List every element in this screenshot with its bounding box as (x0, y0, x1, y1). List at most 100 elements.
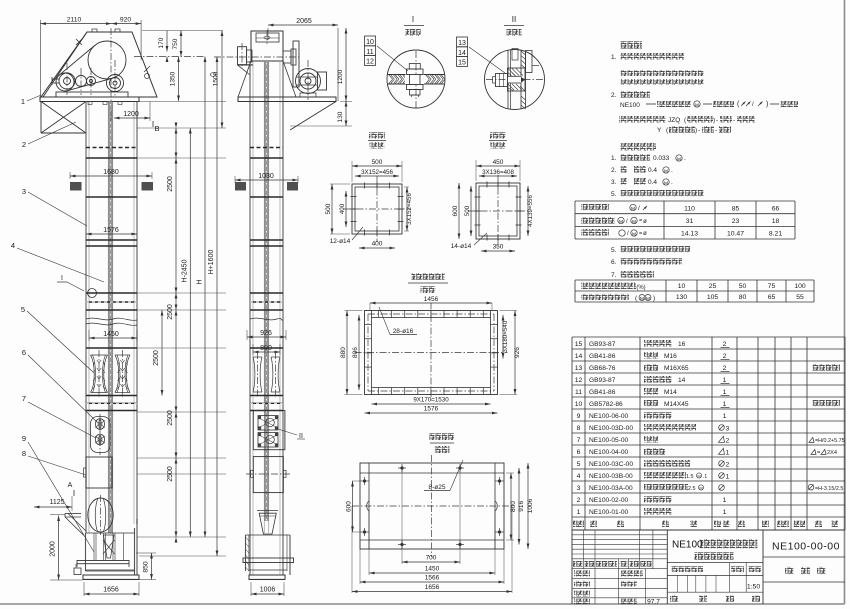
svg-text:1.5: 1.5 (686, 474, 694, 480)
svg-text:9: 9 (22, 434, 26, 443)
svg-text:600: 600 (345, 501, 352, 512)
svg-text:55: 55 (796, 294, 804, 301)
svg-text:2.5: 2.5 (688, 486, 696, 492)
svg-text:1576: 1576 (103, 227, 119, 234)
svg-text:1: 1 (723, 497, 727, 504)
svg-text:): ) (695, 127, 697, 134)
svg-text:80: 80 (739, 294, 747, 301)
svg-text:130: 130 (676, 294, 688, 301)
svg-text:1: 1 (726, 449, 730, 456)
svg-text:500: 500 (464, 205, 471, 216)
svg-text:65: 65 (768, 294, 776, 301)
svg-text:=: = (639, 218, 642, 224)
svg-text:NE100-04-00: NE100-04-00 (589, 449, 629, 456)
svg-text:M: M (697, 474, 700, 479)
svg-text:1350: 1350 (170, 71, 177, 86)
svg-text:14: 14 (458, 50, 466, 57)
svg-text:5: 5 (577, 461, 581, 468)
svg-text:800: 800 (510, 501, 517, 512)
svg-text:7: 7 (22, 394, 26, 403)
svg-text:1680: 1680 (103, 169, 119, 176)
svg-text:10: 10 (678, 283, 686, 290)
svg-text:1: 1 (21, 97, 25, 106)
svg-text:(: ( (684, 117, 687, 124)
svg-text:10.47: 10.47 (727, 231, 744, 238)
svg-text:806: 806 (352, 347, 359, 358)
svg-text:A: A (68, 482, 73, 489)
svg-text:2500: 2500 (167, 410, 174, 426)
svg-text:II: II (512, 15, 516, 24)
svg-text:12: 12 (575, 377, 583, 384)
svg-text:7: 7 (577, 437, 581, 444)
svg-text:1030: 1030 (258, 173, 274, 180)
svg-text:1: 1 (726, 473, 730, 480)
svg-text:18: 18 (772, 218, 780, 225)
svg-text:2000: 2000 (50, 541, 57, 557)
svg-text:-: - (716, 117, 718, 124)
svg-text:66: 66 (772, 205, 780, 212)
svg-text:2500: 2500 (167, 304, 174, 320)
svg-text:.: . (671, 179, 673, 186)
svg-text:-: - (698, 127, 700, 134)
svg-text:M: M (640, 296, 644, 302)
svg-text:H+1600: H+1600 (208, 250, 215, 275)
svg-text:0.033: 0.033 (653, 155, 670, 162)
svg-text:M: M (646, 296, 650, 302)
svg-text:1: 1 (723, 389, 727, 396)
svg-text:/: / (627, 231, 629, 237)
svg-text:1200: 1200 (123, 111, 139, 118)
svg-text:M: M (619, 219, 623, 225)
svg-text:10: 10 (575, 401, 583, 408)
svg-text:NE100: NE100 (620, 102, 640, 109)
svg-text:M: M (699, 486, 702, 491)
svg-text:H-2450: H-2450 (181, 259, 188, 282)
svg-text:2: 2 (726, 461, 730, 468)
svg-text:M16: M16 (664, 353, 677, 360)
svg-text:NE100-03C-00: NE100-03C-00 (589, 461, 633, 468)
svg-text:=: = (817, 450, 820, 456)
svg-text:Y: Y (657, 127, 662, 134)
svg-text:=H/0.2+5.75: =H/0.2+5.75 (815, 438, 845, 444)
svg-text:1.: 1. (611, 54, 617, 61)
svg-text:M: M (695, 102, 699, 108)
svg-text:10: 10 (366, 39, 374, 46)
svg-text:1566: 1566 (425, 575, 440, 582)
svg-text:13: 13 (458, 40, 466, 47)
svg-text:28-ø16: 28-ø16 (393, 328, 414, 335)
svg-text:8-ø25: 8-ø25 (429, 484, 446, 491)
svg-text:2: 2 (726, 437, 730, 444)
svg-text:23: 23 (732, 218, 740, 225)
svg-text:14.13: 14.13 (681, 231, 698, 238)
svg-text:GB5782-86: GB5782-86 (589, 401, 623, 408)
svg-text:400: 400 (339, 203, 346, 214)
svg-text:3X136=408: 3X136=408 (482, 169, 514, 176)
svg-text:NE100-03B-00: NE100-03B-00 (589, 473, 633, 480)
svg-text:2.: 2. (611, 167, 617, 174)
svg-text:(: ( (737, 101, 740, 108)
svg-text:M14: M14 (664, 389, 677, 396)
svg-text:6: 6 (22, 348, 26, 357)
svg-text:1200: 1200 (337, 69, 344, 84)
svg-text:1: 1 (723, 401, 727, 408)
svg-text:750: 750 (172, 38, 179, 49)
svg-text:NE100-02-00: NE100-02-00 (589, 497, 629, 504)
svg-text:13: 13 (575, 365, 583, 372)
svg-text:14: 14 (678, 377, 686, 384)
svg-text:500: 500 (325, 203, 332, 214)
svg-text:350: 350 (493, 244, 504, 251)
svg-text:NE100-05-00: NE100-05-00 (589, 437, 629, 444)
svg-text:1: 1 (723, 377, 727, 384)
svg-text:2065: 2065 (296, 18, 312, 25)
svg-text:M: M (677, 156, 681, 162)
svg-text:170: 170 (158, 37, 165, 48)
svg-text:8: 8 (22, 449, 26, 458)
svg-text:M: M (631, 206, 635, 212)
svg-text:15: 15 (575, 341, 583, 348)
svg-text:-: - (733, 117, 735, 124)
svg-text:11: 11 (575, 389, 582, 396)
svg-text:2500: 2500 (167, 176, 174, 192)
svg-text:926: 926 (260, 330, 272, 337)
svg-text:926: 926 (514, 347, 521, 358)
svg-text:B: B (154, 124, 159, 133)
svg-text:II: II (299, 433, 303, 440)
